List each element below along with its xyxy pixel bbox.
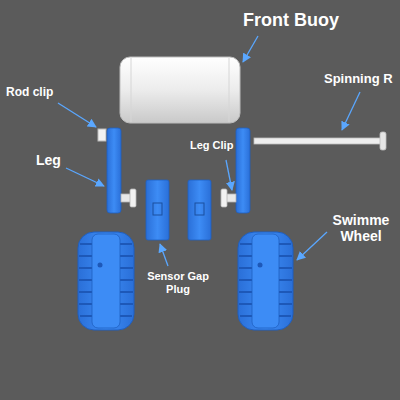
rod-clip-part [98,129,106,141]
part-label: Front Buoy [243,10,363,31]
part-label: Rod clip [6,86,66,100]
part-label: Sensor Gap Plug [146,270,210,295]
leg-part [107,128,250,213]
part-label: Leg Clip [190,139,250,152]
sensor-plug-part [146,180,211,240]
leg-clip-part [121,189,236,207]
leader-line [58,36,360,266]
part-label: Swimme Wheel [326,212,396,244]
wheel-part [78,232,293,330]
rod-part [254,132,386,150]
buoy-part [120,57,240,123]
part-label: Leg [36,152,76,168]
part-label: Spinning R [324,72,397,87]
